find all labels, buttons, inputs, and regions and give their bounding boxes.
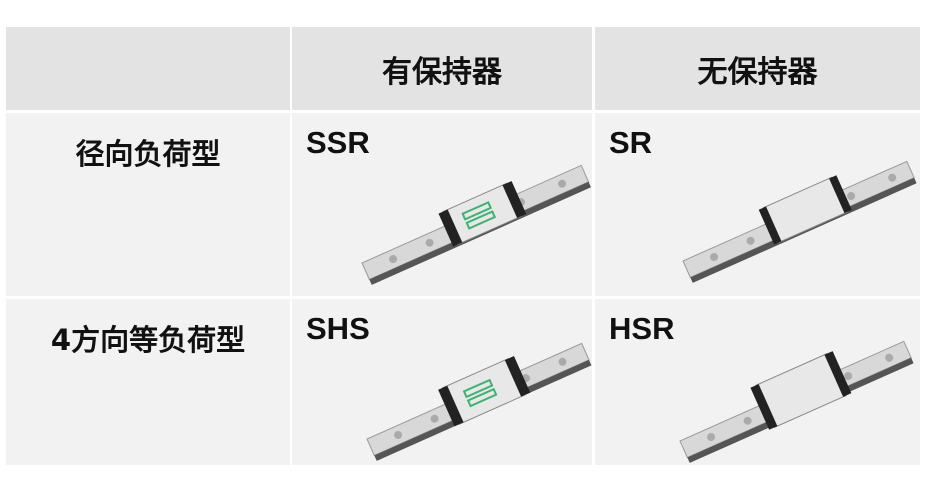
linear-guide-image-sr (682, 160, 917, 283)
model-name: SSR (306, 125, 370, 160)
header-blank (6, 27, 290, 110)
model-name: HSR (609, 311, 675, 346)
row-label-four-way: 4方向等负荷型 (6, 299, 290, 465)
header-without-retainer: 无保持器 (595, 27, 920, 110)
model-name: SHS (306, 311, 370, 346)
linear-guide-image-hsr (679, 340, 914, 463)
linear-guide-image-shs (366, 342, 592, 461)
cell-ssr: SSR (292, 113, 592, 296)
model-name: SR (609, 125, 653, 160)
row-label-radial: 径向负荷型 (6, 113, 290, 296)
header-with-retainer: 有保持器 (292, 27, 592, 110)
cell-sr: SR (595, 113, 920, 296)
cell-shs: SHS (292, 299, 592, 465)
linear-guide-image-ssr (361, 164, 592, 285)
cell-hsr: HSR (595, 299, 920, 465)
